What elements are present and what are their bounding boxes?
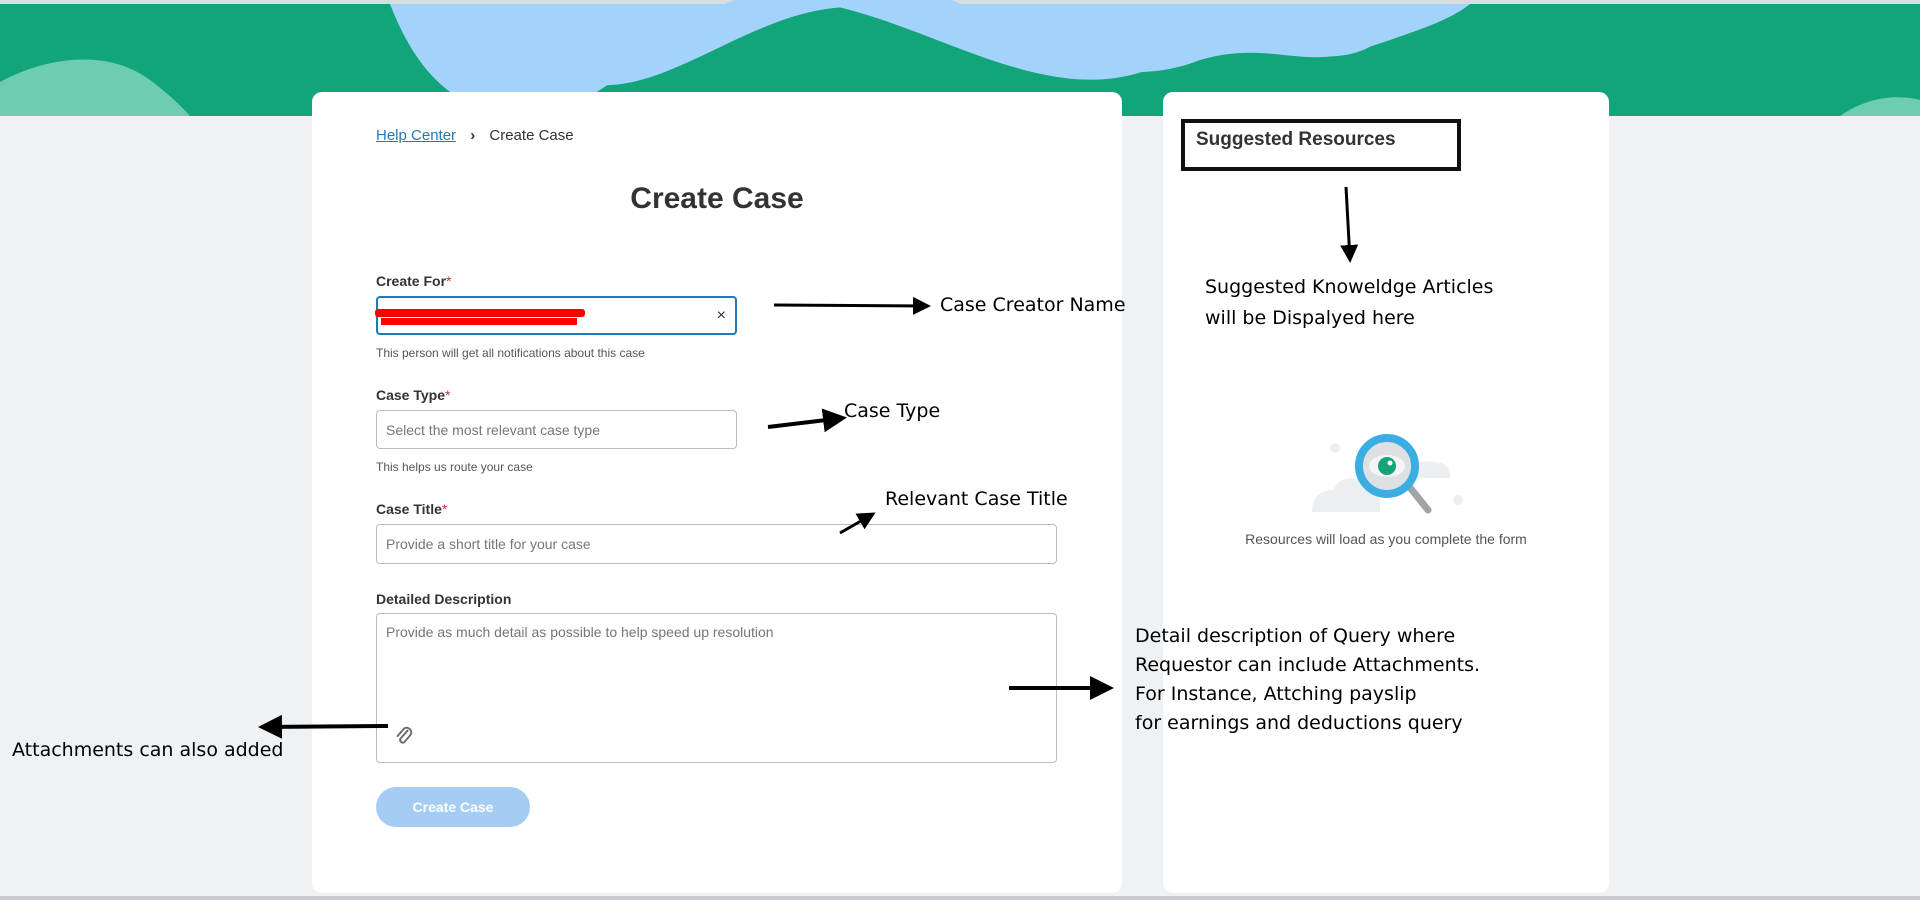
case-type-select[interactable]: Select the most relevant case type (376, 410, 737, 449)
redacted-name-underline (381, 318, 577, 325)
create-for-help: This person will get all notifications a… (376, 346, 645, 360)
clear-icon[interactable]: × (716, 306, 726, 324)
hill-decoration (0, 59, 190, 116)
suggested-resources-title: Suggested Resources (1181, 119, 1461, 171)
case-title-placeholder: Provide a short title for your case (386, 536, 591, 552)
page-title: Create Case (630, 182, 804, 215)
annotation-creator: Case Creator Name (940, 294, 1126, 316)
breadcrumb: Help Center › Create Case (376, 127, 574, 144)
case-type-placeholder: Select the most relevant case type (386, 421, 600, 438)
case-title-label: Case Title* (376, 501, 448, 517)
annotation-case-title: Relevant Case Title (885, 488, 1068, 510)
case-title-input[interactable]: Provide a short title for your case (376, 524, 1057, 564)
magnifier-illustration (1312, 434, 1463, 514)
breadcrumb-current: Create Case (489, 127, 574, 144)
case-type-label: Case Type* (376, 387, 451, 403)
breadcrumb-help-center[interactable]: Help Center (376, 127, 457, 144)
redacted-name (375, 309, 585, 317)
create-case-button[interactable]: Create Case (376, 787, 530, 827)
description-placeholder: Provide as much detail as possible to he… (386, 624, 774, 640)
annotation-attachments: Attachments can also added (12, 739, 284, 761)
create-for-label: Create For* (376, 273, 452, 289)
bottom-border (0, 896, 1920, 900)
case-type-help: This helps us route your case (376, 460, 533, 474)
chevron-right-icon: › (470, 127, 476, 144)
resources-empty-text: Resources will load as you complete the … (1245, 531, 1527, 547)
description-textarea[interactable]: Provide as much detail as possible to he… (376, 613, 1057, 763)
annotation-case-type: Case Type (844, 400, 941, 422)
description-label: Detailed Description (376, 591, 512, 607)
paperclip-icon[interactable] (393, 724, 415, 748)
create-for-input[interactable]: × (375, 296, 737, 335)
